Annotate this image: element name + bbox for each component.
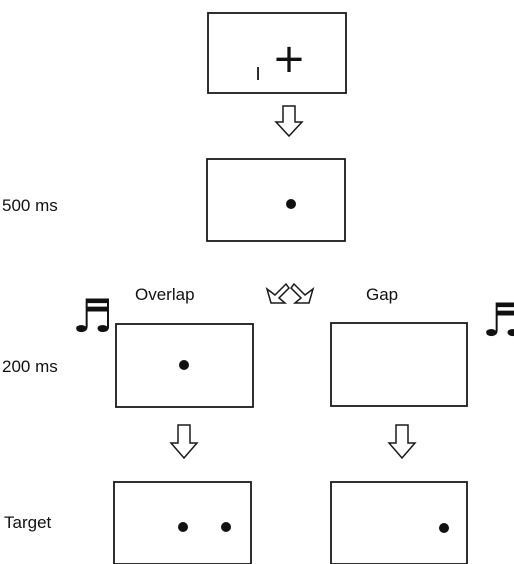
- gap-screen-frame: [330, 322, 468, 407]
- music-note-icon: ♬: [482, 293, 514, 347]
- overlap-target-screen: [113, 481, 252, 564]
- split-arrow-icon: [265, 282, 315, 304]
- fixation-screen: I +: [207, 12, 347, 94]
- fixation-plus: +: [272, 36, 306, 82]
- gap-target-frame: [330, 481, 468, 564]
- overlap-screen: [115, 323, 254, 408]
- central-fixation-dot: [286, 199, 296, 209]
- hollow-down-arrow-icon: [169, 424, 199, 460]
- gap-target-screen: [330, 481, 468, 564]
- hollow-down-arrow-icon: [274, 105, 304, 138]
- label-200ms: 200 ms: [2, 357, 58, 376]
- overlap-fixation-dot: [179, 360, 189, 370]
- central-fixation-frame: [206, 158, 346, 242]
- fixation-screen-frame: [207, 12, 347, 94]
- label-500ms: 500 ms: [2, 196, 58, 215]
- label-overlap: Overlap: [135, 285, 195, 304]
- fixation-marker: I: [255, 64, 260, 85]
- hollow-down-arrow-icon: [387, 424, 417, 460]
- central-fixation-screen: [206, 158, 346, 242]
- overlap-target-fixation-dot: [178, 522, 188, 532]
- gap-target-peripheral-dot: [439, 523, 449, 533]
- gap-screen: [330, 322, 468, 407]
- music-note-icon: ♬: [72, 289, 113, 343]
- label-target: Target: [4, 513, 52, 532]
- overlap-target-peripheral-dot: [221, 522, 231, 532]
- label-gap: Gap: [366, 285, 398, 304]
